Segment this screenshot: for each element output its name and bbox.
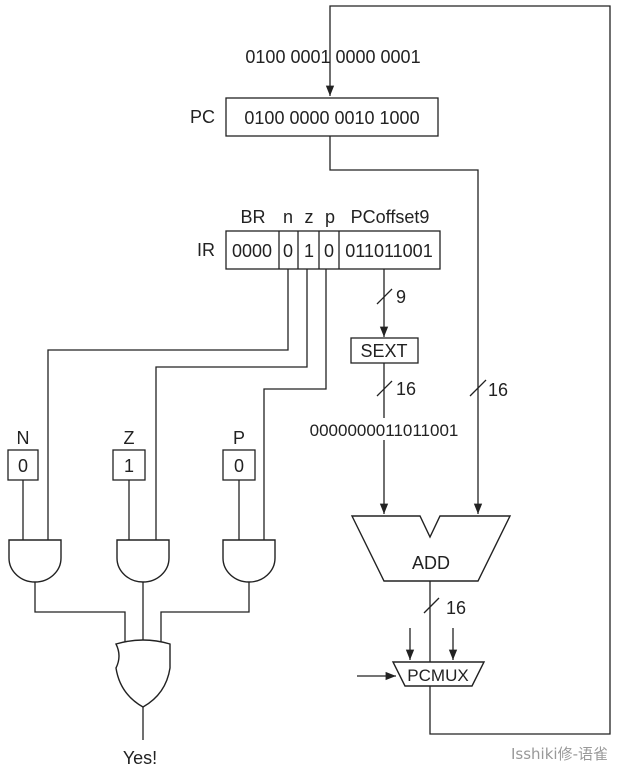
and-n-to-or-wire xyxy=(34,582,126,646)
cc-z-value: 1 xyxy=(124,456,134,476)
pc-label: PC xyxy=(190,107,215,127)
pc-value: 0100 0000 0010 1000 xyxy=(244,108,419,128)
pc-bus-width-slash xyxy=(469,379,487,397)
pc-to-adder-wire xyxy=(329,136,483,514)
offset-width: 9 xyxy=(396,287,406,307)
and-gate-z xyxy=(116,539,170,583)
and-gate-n xyxy=(8,539,62,583)
branch-result-label: Yes! xyxy=(123,748,157,768)
cc-z-register xyxy=(112,449,146,481)
offset-width-slash xyxy=(376,288,393,305)
next-pc-value: 0100 0001 0000 0001 xyxy=(245,47,420,67)
cc-p-value: 0 xyxy=(234,456,244,476)
ir-register xyxy=(225,230,441,270)
ir-label: IR xyxy=(197,240,215,260)
ir-field-label-p: p xyxy=(325,207,335,227)
ir-z-bit: 1 xyxy=(304,241,314,261)
pcmux-label: PCMUX xyxy=(407,666,468,685)
pc-bus-width: 16 xyxy=(488,380,508,400)
pcmux-unit xyxy=(391,661,486,687)
cc-z-label: Z xyxy=(124,428,135,448)
sext-unit xyxy=(350,337,419,364)
cc-n-label: N xyxy=(17,428,30,448)
cc-n-value: 0 xyxy=(18,456,28,476)
cc-n-register xyxy=(7,449,39,481)
adder-out-width: 16 xyxy=(446,598,466,618)
and-gate-p xyxy=(222,539,276,583)
sext-output-value: 0000000011011001 xyxy=(310,421,459,440)
ir-z-to-and-wire xyxy=(155,269,308,540)
ir-field-label-z: z xyxy=(305,207,314,227)
ir-pcoffset9: 011011001 xyxy=(345,241,432,261)
sext-out-width-slash xyxy=(376,380,393,397)
adder-out-width-slash xyxy=(423,597,440,614)
ir-opcode: 0000 xyxy=(232,241,272,261)
pc-feedback-wire xyxy=(325,5,611,735)
ir-field-label-n: n xyxy=(283,207,293,227)
ir-field-label-br: BR xyxy=(240,207,265,227)
ir-n-to-and-wire xyxy=(47,269,289,540)
cc-p-label: P xyxy=(233,428,245,448)
adder-unit xyxy=(350,515,512,582)
pc-register xyxy=(225,97,439,137)
ir-p-bit: 0 xyxy=(324,241,334,261)
adder-label: ADD xyxy=(412,553,450,573)
ir-p-to-and-wire xyxy=(263,269,327,540)
sext-label: SEXT xyxy=(360,341,407,361)
ir-field-label-offset: PCoffset9 xyxy=(351,207,430,227)
watermark-text: Isshiki修-语雀 xyxy=(511,745,608,763)
ir-n-bit: 0 xyxy=(283,241,293,261)
or-gate xyxy=(115,639,171,708)
and-p-to-or-wire xyxy=(160,582,250,646)
sext-out-width: 16 xyxy=(396,379,416,399)
